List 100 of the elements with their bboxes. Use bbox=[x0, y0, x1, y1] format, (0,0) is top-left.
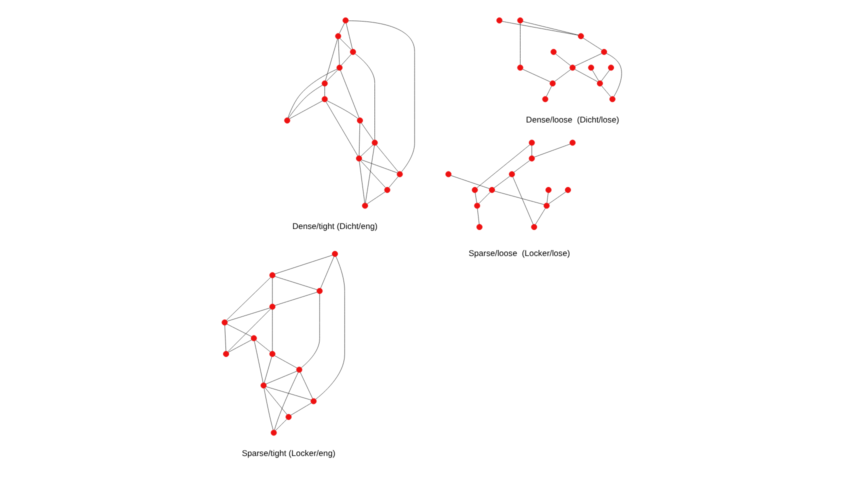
connector bbox=[324, 38, 338, 81]
node-circle bbox=[542, 96, 548, 102]
node-circle bbox=[549, 80, 556, 86]
connector bbox=[554, 69, 570, 82]
label: Dense/tight (Dicht/eng) bbox=[292, 221, 378, 232]
connector bbox=[494, 190, 544, 205]
node-circle bbox=[222, 350, 229, 357]
connector bbox=[264, 356, 272, 383]
connector bbox=[325, 101, 358, 156]
connector bbox=[274, 372, 298, 430]
connector bbox=[574, 53, 602, 66]
node-circle bbox=[296, 366, 302, 373]
connector bbox=[360, 160, 397, 174]
node-circle bbox=[544, 186, 552, 193]
node-circle bbox=[528, 140, 534, 146]
node-circle bbox=[270, 430, 276, 436]
connector bbox=[534, 208, 546, 225]
connector bbox=[265, 370, 297, 384]
node-circle bbox=[496, 17, 502, 24]
node-circle bbox=[221, 319, 228, 326]
connector bbox=[338, 22, 344, 34]
node-circle bbox=[334, 33, 341, 40]
node-circle bbox=[471, 186, 478, 193]
connector bbox=[478, 192, 490, 204]
connector bbox=[326, 100, 358, 119]
node-circle bbox=[516, 17, 523, 24]
node-circle bbox=[569, 64, 576, 71]
node-circle bbox=[476, 224, 482, 230]
connector bbox=[474, 192, 476, 204]
node-circle bbox=[268, 350, 275, 357]
node-circle bbox=[608, 64, 614, 71]
node-circle bbox=[342, 17, 348, 24]
connector bbox=[274, 419, 287, 431]
connector bbox=[376, 144, 398, 172]
connector bbox=[339, 38, 351, 50]
connector bbox=[228, 340, 252, 352]
node-circle bbox=[564, 186, 570, 193]
node-circle bbox=[321, 80, 328, 86]
connector bbox=[512, 176, 533, 225]
connector bbox=[600, 70, 610, 82]
connector bbox=[582, 38, 602, 50]
connector bbox=[360, 144, 373, 157]
node-circle bbox=[596, 80, 602, 86]
connector bbox=[338, 38, 340, 65]
connector bbox=[300, 294, 320, 368]
node-circle bbox=[508, 171, 514, 178]
connector bbox=[226, 277, 270, 320]
node-circle bbox=[356, 155, 362, 162]
connector bbox=[360, 122, 374, 140]
connector bbox=[263, 388, 273, 430]
connector bbox=[388, 176, 398, 188]
connector bbox=[513, 160, 530, 172]
connector bbox=[606, 53, 622, 97]
connector bbox=[326, 70, 338, 82]
connector bbox=[340, 70, 359, 118]
node-circle bbox=[331, 250, 338, 257]
label: Sparse/tight (Locker/eng) bbox=[241, 448, 335, 458]
node-circle bbox=[284, 117, 290, 124]
connector bbox=[358, 161, 364, 204]
connector bbox=[364, 145, 374, 204]
connector bbox=[476, 144, 530, 188]
node-circle bbox=[260, 382, 266, 388]
connector bbox=[288, 100, 322, 119]
node-circle bbox=[444, 171, 451, 178]
node-circle bbox=[528, 155, 534, 162]
label: Dense/loose (Dicht/lose) bbox=[526, 114, 619, 125]
connector bbox=[265, 386, 311, 400]
node-circle bbox=[362, 202, 368, 209]
node-circle bbox=[588, 64, 594, 71]
connector bbox=[546, 86, 552, 97]
connector bbox=[522, 21, 578, 36]
connector bbox=[358, 123, 360, 156]
connector bbox=[348, 20, 414, 172]
node-circle bbox=[396, 171, 402, 178]
node-circle bbox=[321, 96, 328, 102]
connector bbox=[501, 21, 578, 36]
connector bbox=[345, 23, 352, 50]
connector bbox=[354, 54, 374, 140]
connector bbox=[274, 276, 317, 290]
connector bbox=[227, 308, 270, 352]
connector bbox=[320, 256, 334, 288]
connector bbox=[574, 69, 598, 82]
node-circle bbox=[349, 48, 356, 55]
node-circle bbox=[371, 140, 378, 146]
connector bbox=[476, 208, 479, 224]
connector bbox=[493, 176, 510, 188]
node-circle bbox=[285, 414, 292, 420]
label: Sparse/loose (Locker/lose) bbox=[468, 248, 570, 258]
connector bbox=[226, 308, 270, 322]
connector bbox=[255, 340, 270, 352]
connector bbox=[274, 292, 317, 306]
node-circle bbox=[316, 288, 322, 294]
node-circle bbox=[543, 202, 550, 209]
connector bbox=[450, 175, 490, 189]
node-circle bbox=[250, 335, 256, 342]
node-circle bbox=[268, 272, 275, 278]
node-circle bbox=[384, 186, 390, 193]
node-circle bbox=[608, 96, 615, 102]
node-circle bbox=[310, 398, 316, 404]
connector bbox=[288, 84, 322, 118]
